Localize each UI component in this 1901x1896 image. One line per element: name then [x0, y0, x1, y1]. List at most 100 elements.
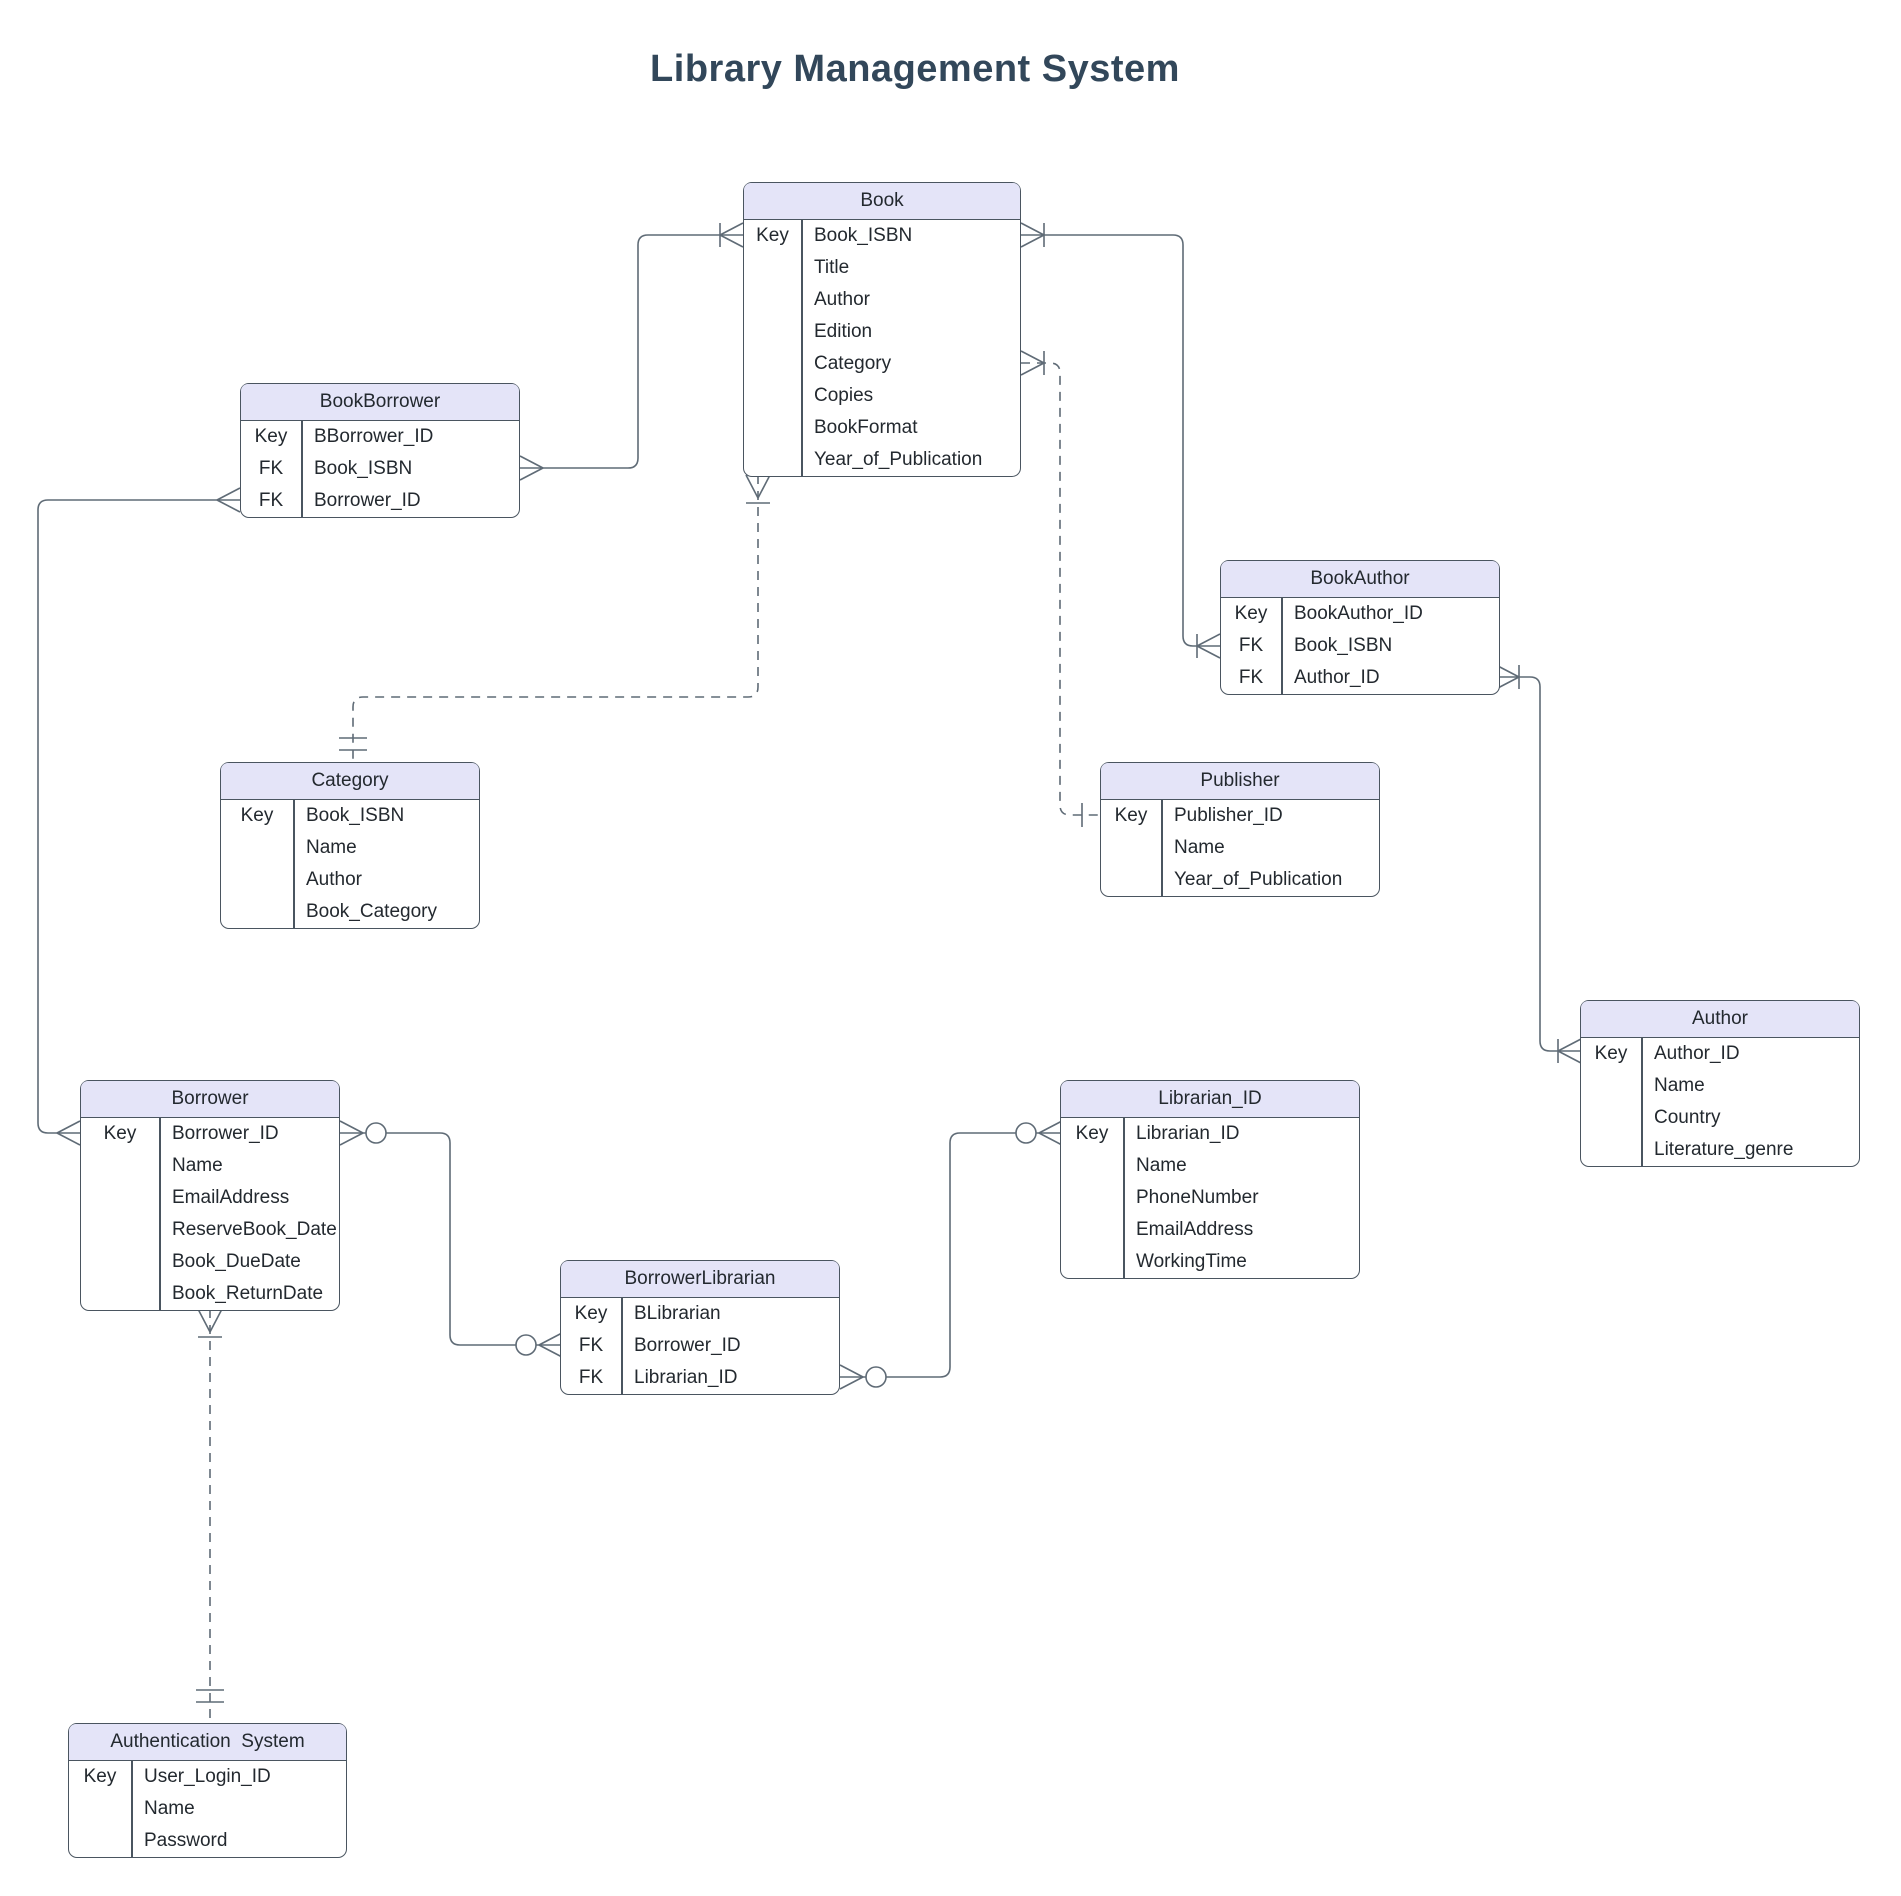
row-attribute-label: Category — [814, 353, 892, 374]
row-attribute-label: Copies — [814, 385, 874, 406]
entity-row: Book_ReturnDate — [81, 1278, 339, 1310]
row-attribute-label: Author — [306, 869, 362, 890]
row-attribute-label: Password — [144, 1830, 228, 1851]
connector-bookborrower-book[interactable] — [519, 222, 744, 481]
connector-book-category[interactable] — [339, 474, 771, 762]
row-attribute-label: Publisher_ID — [1174, 805, 1283, 826]
entity-row: Country — [1581, 1102, 1859, 1134]
entity-row: Title — [744, 252, 1020, 284]
connector-borrower-borrowerlibrarian[interactable] — [339, 1120, 563, 1358]
entity-row: Name — [81, 1150, 339, 1182]
row-attribute-label: Year_of_Publication — [1174, 869, 1343, 890]
row-attribute-label: Literature_genre — [1654, 1139, 1794, 1160]
entity-title: BorrowerLibrarian — [561, 1261, 839, 1298]
row-attribute-label: Book_ReturnDate — [172, 1283, 324, 1304]
row-key-label: Key — [756, 225, 789, 246]
entity-title: Authentication System — [69, 1724, 346, 1761]
row-attribute-label: Edition — [814, 321, 873, 342]
row-attribute-label: Author_ID — [1294, 667, 1380, 688]
entity-row: Book_DueDate — [81, 1246, 339, 1278]
entity-row: Year_of_Publication — [744, 444, 1020, 476]
entity-row: BookFormat — [744, 412, 1020, 444]
entity-row: Name — [1101, 832, 1379, 864]
entity-row: Key Book_ISBN — [221, 800, 479, 832]
row-key-label: Key — [103, 1123, 137, 1144]
row-key-label: Key — [240, 805, 274, 826]
row-key-label: Key — [1114, 805, 1148, 826]
row-attribute-label: Author — [814, 289, 870, 310]
row-attribute-label: User_Login_ID — [144, 1766, 271, 1787]
entity-row: WorkingTime — [1061, 1246, 1359, 1278]
entity-title: Category — [221, 763, 479, 800]
key-column-divider — [293, 800, 295, 928]
row-attribute-label: BookAuthor_ID — [1294, 603, 1423, 624]
entity-row: Name — [1581, 1070, 1859, 1102]
row-key-label: Key — [1075, 1123, 1109, 1144]
entity-row: ReserveBook_Date — [81, 1214, 339, 1246]
row-key-label: FK — [258, 490, 284, 511]
entity-row: EmailAddress — [1061, 1214, 1359, 1246]
connector-bookauthor-author[interactable] — [1495, 664, 1582, 1064]
entity-row: Copies — [744, 380, 1020, 412]
entity-title: Borrower — [81, 1081, 339, 1118]
entity-row: Literature_genre — [1581, 1134, 1859, 1166]
row-attribute-label: Country — [1654, 1107, 1721, 1128]
row-attribute-label: Book_ISBN — [306, 805, 405, 826]
row-attribute-label: Name — [144, 1798, 195, 1819]
entity-row: Author — [744, 284, 1020, 316]
entity-title: Librarian_ID — [1061, 1081, 1359, 1118]
entity-row: Key Librarian_ID — [1061, 1118, 1359, 1150]
key-column-divider — [131, 1761, 133, 1857]
row-attribute-label: Borrower_ID — [634, 1335, 741, 1356]
row-attribute-label: Book_ISBN — [814, 225, 913, 246]
entity-title: Publisher — [1101, 763, 1379, 800]
entity-title: Author — [1581, 1001, 1859, 1038]
entity-title: Book — [744, 183, 1020, 220]
connector-book-publisher[interactable] — [1020, 350, 1100, 827]
entity-row: Key Publisher_ID — [1101, 800, 1379, 832]
row-attribute-label: Name — [306, 837, 357, 858]
connector-borrower-auth[interactable] — [196, 1308, 224, 1723]
connector-book-bookauthor[interactable] — [1020, 222, 1221, 659]
entity-row: Name — [1061, 1150, 1359, 1182]
entity-row: Category — [744, 348, 1020, 380]
row-key-label: Key — [254, 426, 288, 447]
row-attribute-label: Librarian_ID — [1136, 1123, 1240, 1144]
row-attribute-label: Book_DueDate — [172, 1251, 301, 1272]
row-key-label: FK — [578, 1367, 604, 1388]
row-attribute-label: Borrower_ID — [172, 1123, 279, 1144]
entity-row: Book_Category — [221, 896, 479, 928]
entity-row: Edition — [744, 316, 1020, 348]
diagram-title: Library Management System — [650, 48, 1180, 90]
entity-row: Author — [221, 864, 479, 896]
row-attribute-label: Book_Category — [306, 901, 437, 922]
key-column-divider — [1161, 800, 1163, 896]
connector-borrowerlibrarian-librarian[interactable] — [839, 1120, 1063, 1390]
entity-row: Key Borrower_ID — [81, 1118, 339, 1150]
row-key-label: Key — [1594, 1043, 1628, 1064]
connector-bookborrower-borrower[interactable] — [37, 487, 241, 1146]
row-attribute-label: Name — [1136, 1155, 1187, 1176]
row-attribute-label: ReserveBook_Date — [172, 1219, 337, 1240]
entity-row: PhoneNumber — [1061, 1182, 1359, 1214]
